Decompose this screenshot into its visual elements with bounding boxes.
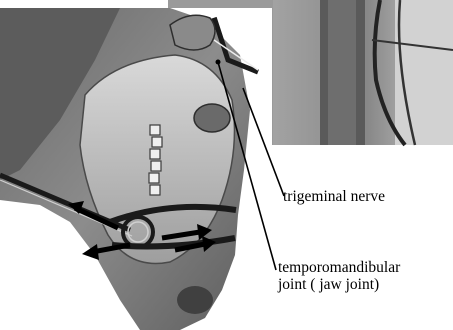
label-tmj-line1: temporomandibular (278, 259, 400, 276)
horse-head (0, 8, 272, 330)
label-temporomandibular-joint: temporomandibular joint ( jaw joint) (278, 259, 400, 293)
label-trigeminal-nerve: trigeminal nerve (283, 188, 385, 205)
label-tmj-line2: joint ( jaw joint) (278, 276, 400, 293)
tmj-marker (216, 60, 221, 65)
